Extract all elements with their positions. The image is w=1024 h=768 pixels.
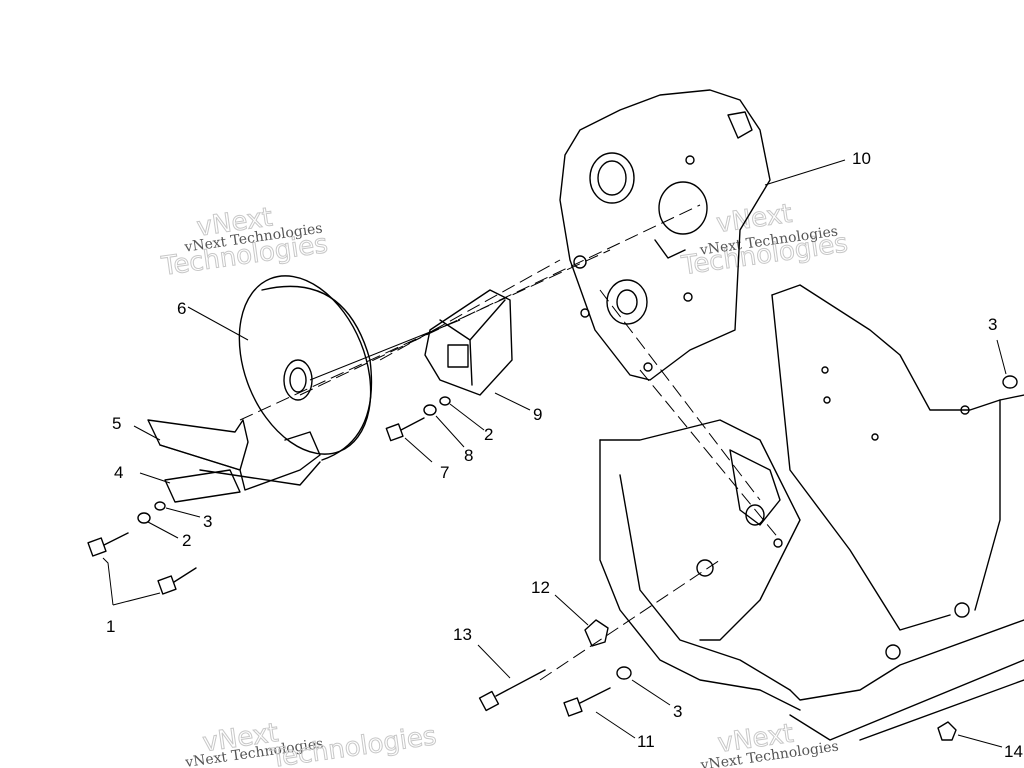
fastener-7-bolt <box>385 417 425 442</box>
svg-text:Technologies: Technologies <box>268 721 439 768</box>
watermark-bottom-left: vNext vNext Technologies Technologies <box>183 718 439 768</box>
part-10-housing <box>559 89 771 381</box>
watermark-top-left: vNext Technologies vNext Technologies <box>159 202 331 283</box>
fastener-1-bolt-lower <box>157 567 197 595</box>
fastener-2-washer-mid <box>439 396 451 406</box>
callout-7: 7 <box>440 463 449 482</box>
callout-12: 12 <box>531 578 550 597</box>
callout-4: 4 <box>114 463 123 482</box>
fastener-3-washer-bottom <box>616 666 632 680</box>
callout-8: 8 <box>464 446 473 465</box>
part-6-disc <box>238 275 461 461</box>
part-4-plate <box>164 469 241 503</box>
callout-13: 13 <box>453 625 472 644</box>
fastener-11-bolt <box>563 687 611 717</box>
callout-2-mid: 2 <box>484 425 493 444</box>
part-9-mount <box>424 289 513 396</box>
callout-2-left: 2 <box>182 531 191 550</box>
callout-6: 6 <box>177 299 186 318</box>
fastener-12-star-nut <box>584 619 609 647</box>
callout-10: 10 <box>852 149 871 168</box>
callout-1: 1 <box>106 617 115 636</box>
part-5-bracket <box>147 419 321 491</box>
callout-3-left: 3 <box>203 512 212 531</box>
fastener-3-washer-left <box>154 501 166 511</box>
fastener-1-bolt-upper <box>87 532 129 557</box>
callout-14: 14 <box>1004 742 1023 761</box>
fastener-8-nut <box>423 404 437 416</box>
watermark-bottom-right: vNext vNext Technologies <box>699 718 840 768</box>
leader-lines <box>102 159 1007 748</box>
callout-3-right: 3 <box>988 315 997 334</box>
callouts: 1 2 2 3 3 3 4 5 6 7 8 9 10 11 12 13 14 <box>106 149 1023 761</box>
watermark-top-right: vNext Technologies vNext Technologies <box>679 198 851 282</box>
fastener-3-washer-right <box>1002 375 1018 389</box>
fastener-2-washer-left <box>137 512 151 524</box>
callout-3-bottom: 3 <box>673 702 682 721</box>
frame-tunnel <box>599 284 1024 741</box>
callout-9: 9 <box>533 405 542 424</box>
fastener-13-bolt <box>478 669 546 712</box>
callout-11: 11 <box>637 732 655 751</box>
callout-5: 5 <box>112 414 121 433</box>
fastener-14-nut <box>937 721 957 741</box>
